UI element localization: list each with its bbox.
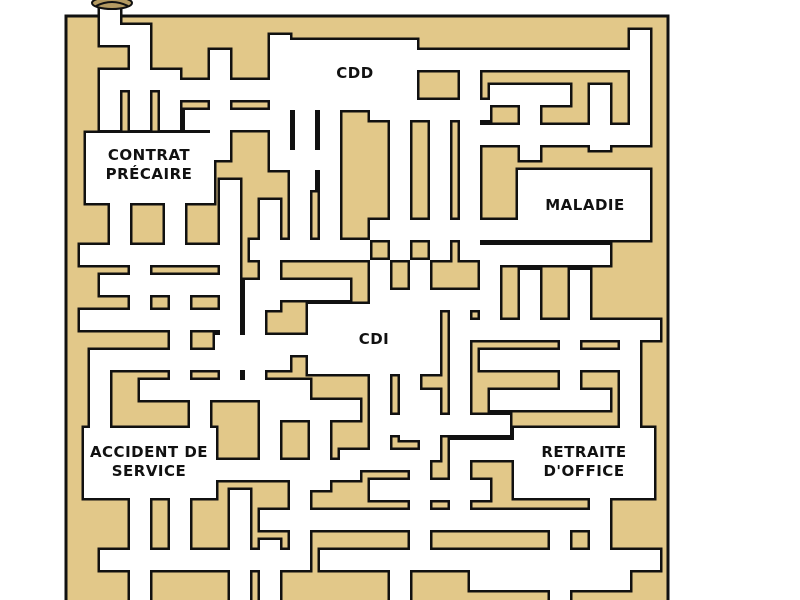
- room: [308, 304, 440, 374]
- room: [284, 40, 417, 110]
- room: [518, 170, 650, 240]
- room: [514, 428, 654, 498]
- room: [84, 428, 216, 498]
- character-figure: [91, 0, 133, 10]
- maze-paths: [77, 0, 663, 600]
- room: [86, 133, 214, 203]
